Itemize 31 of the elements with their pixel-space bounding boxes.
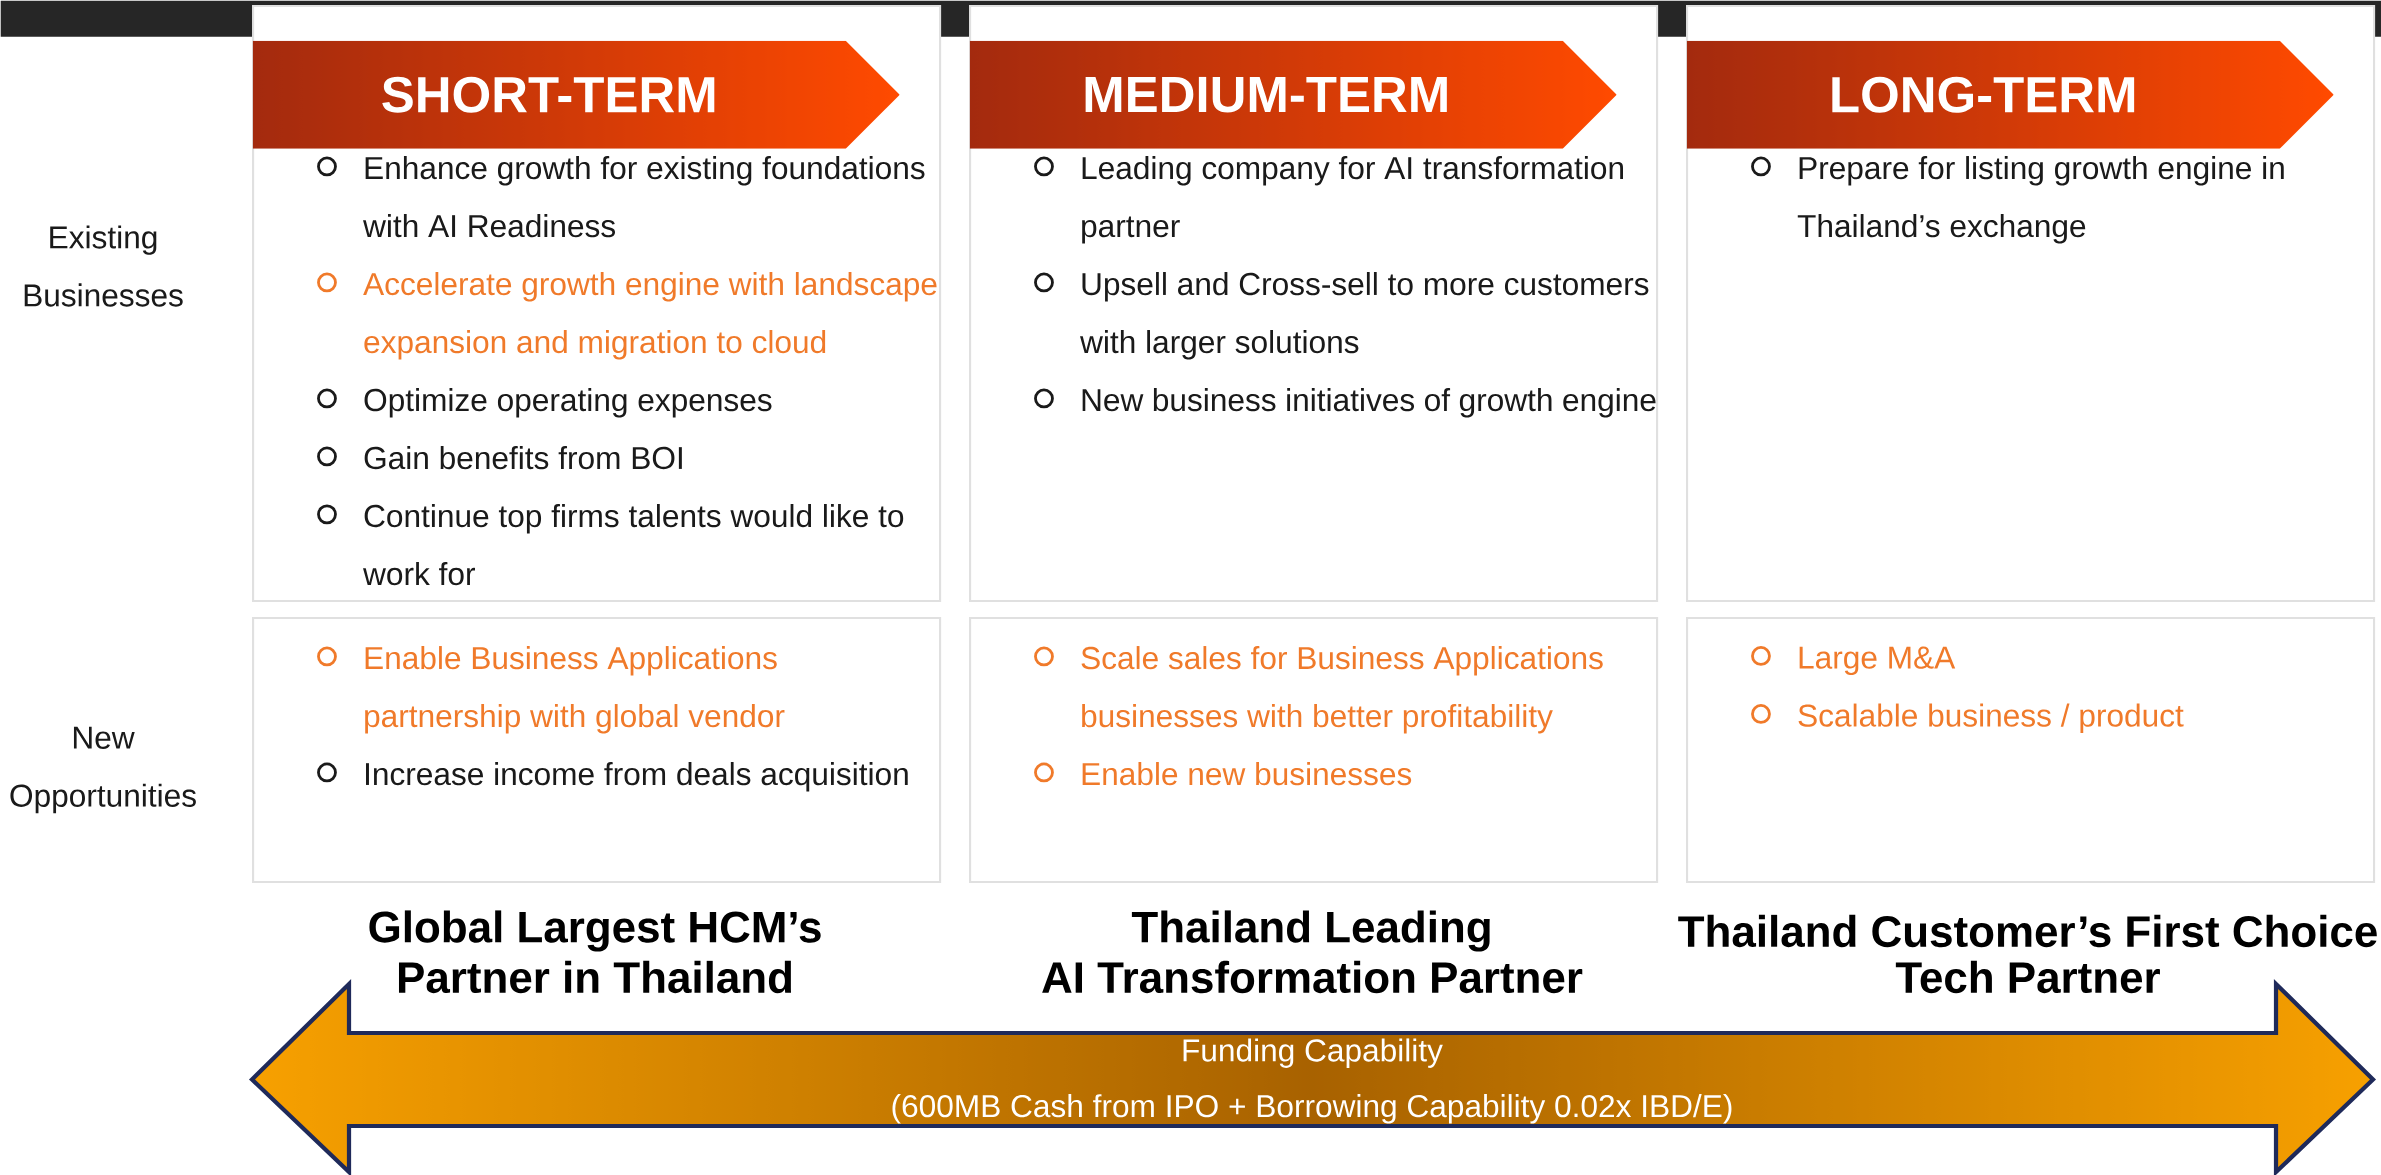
goal-heading: Thailand Leading bbox=[1131, 910, 1490, 952]
bullet-text: Gain benefits from BOI bbox=[364, 446, 682, 470]
plan-box bbox=[969, 617, 1659, 884]
plan-box bbox=[1686, 617, 2376, 884]
goal-heading: Global Largest HCM’s bbox=[369, 910, 821, 952]
bullet-text: Prepare for listing growth engine in Thailand’s exchange bbox=[1797, 156, 2284, 244]
bullet-text: Large M&A bbox=[1799, 646, 1956, 676]
arrow-text: Funding Capability bbox=[1183, 1038, 1443, 1068]
bullet-text: New business initiatives of growth engine bbox=[1082, 388, 1656, 418]
goal-heading: Thailand Customer’s First Choice bbox=[1678, 914, 2377, 948]
bullet-text: Enable Business Applications partnership with global vendor bbox=[365, 646, 785, 734]
bullet-text: Increase income from deals acquisition bbox=[366, 762, 908, 792]
bullet-text: Accelerate growth engine with landscape expansion and migration to cloud bbox=[363, 272, 937, 360]
row-label: New Opportunities bbox=[10, 726, 196, 814]
goal-heading: AI Transformation Partner bbox=[1042, 960, 1583, 994]
bullet-text: Enable new businesses bbox=[1082, 762, 1412, 786]
bullet-text: Optimize operating expenses bbox=[364, 388, 772, 418]
header-chevron: SHORT-TERM bbox=[382, 76, 715, 113]
plan-box bbox=[252, 617, 942, 884]
header-chevron: LONG-TERM bbox=[1832, 76, 2135, 113]
arrow-text: (600MB Cash from IPO + Borrowing Capability 0.02x IBD/E) bbox=[892, 1094, 1732, 1124]
goal-heading: Tech Partner bbox=[1895, 960, 2160, 994]
bullet-text: Scalable business / product bbox=[1798, 703, 2184, 734]
bullet-text: Enhance growth for existing foundations with AI Readiness bbox=[363, 156, 925, 238]
header-chevron: MEDIUM-TERM bbox=[1085, 76, 1447, 113]
bullet-text: Scale sales for Business Applications businesses with better profitability bbox=[1081, 646, 1603, 734]
bullet-text: Upsell and Cross-sell to more customers with larger solutions bbox=[1080, 272, 1649, 360]
goal-heading: Partner in Thailand bbox=[399, 960, 792, 994]
row-label: Existing Businesses bbox=[24, 225, 183, 307]
bullet-text: Leading company for AI transformation partner bbox=[1082, 156, 1623, 244]
bullet-text: Continue top firms talents would like to work for bbox=[363, 504, 904, 586]
